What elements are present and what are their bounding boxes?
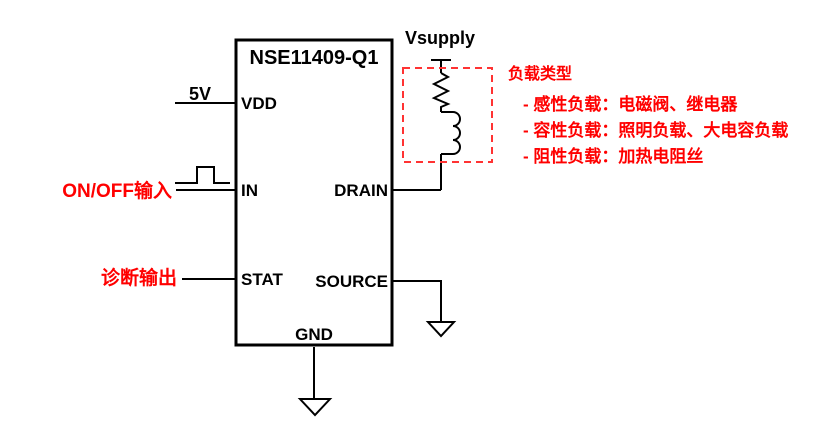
pin-label-source: SOURCE: [315, 272, 388, 291]
load-note-item: - 容性负载：照明负载、大电容负载: [523, 121, 789, 140]
pin-label-drain: DRAIN: [334, 181, 388, 200]
supply-5v-label: 5V: [189, 84, 212, 104]
on-off-input-label: ON/OFF输入: [62, 181, 172, 202]
chip-body: [234, 38, 394, 347]
pin-label-gnd: GND: [295, 325, 333, 344]
inductor-icon: [441, 111, 461, 155]
pulse-waveform-icon: [175, 166, 230, 184]
chip-title: NSE11409-Q1: [249, 47, 379, 69]
source-ground-icon: [425, 321, 457, 338]
diagnostic-output-label: 诊断输出: [100, 268, 177, 289]
load-note-item: - 阻性负载：加热电阻丝: [523, 147, 704, 166]
pin-label-in: IN: [241, 181, 258, 200]
resistor-icon: [431, 72, 451, 112]
pin-label-stat: STAT: [241, 270, 283, 289]
load-note-item: - 感性负载：电磁阀、继电器: [523, 95, 738, 114]
load-dashed-box: [402, 67, 493, 163]
load-note-title: 负载类型: [508, 66, 573, 83]
chip-ground-icon: [297, 398, 333, 417]
pin-label-vdd: VDD: [241, 94, 277, 113]
vsupply-label: Vsupply: [405, 28, 476, 48]
source-wire: [391, 280, 442, 322]
